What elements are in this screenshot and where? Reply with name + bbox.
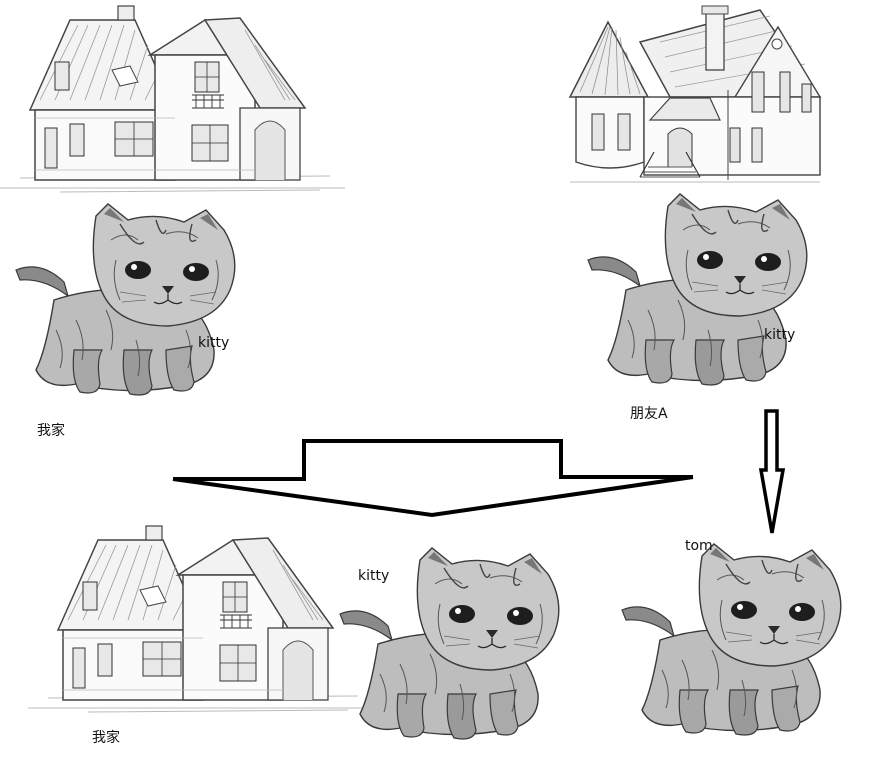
down-arrow: [758, 409, 786, 534]
friend-a-caption: 朋友A: [630, 406, 668, 422]
after-my-home-caption: 我家: [92, 730, 120, 746]
friend-a-house-illustration: [569, 5, 821, 183]
friend-a-kitten-illustration: [587, 193, 808, 386]
after-my-home-house-illustration: [27, 525, 374, 713]
after-tom-illustration: [621, 543, 842, 736]
friend-a-cat-name: kitty: [764, 327, 796, 343]
merge-arrow: [172, 439, 694, 518]
after-cat-2-name: tom: [685, 538, 713, 554]
my-home-kitten-illustration: [15, 203, 236, 396]
my-home-cat-name: kitty: [198, 335, 230, 351]
after-cat-1-name: kitty: [358, 568, 390, 584]
my-home-house-illustration: [0, 5, 346, 193]
my-home-caption: 我家: [37, 423, 65, 439]
